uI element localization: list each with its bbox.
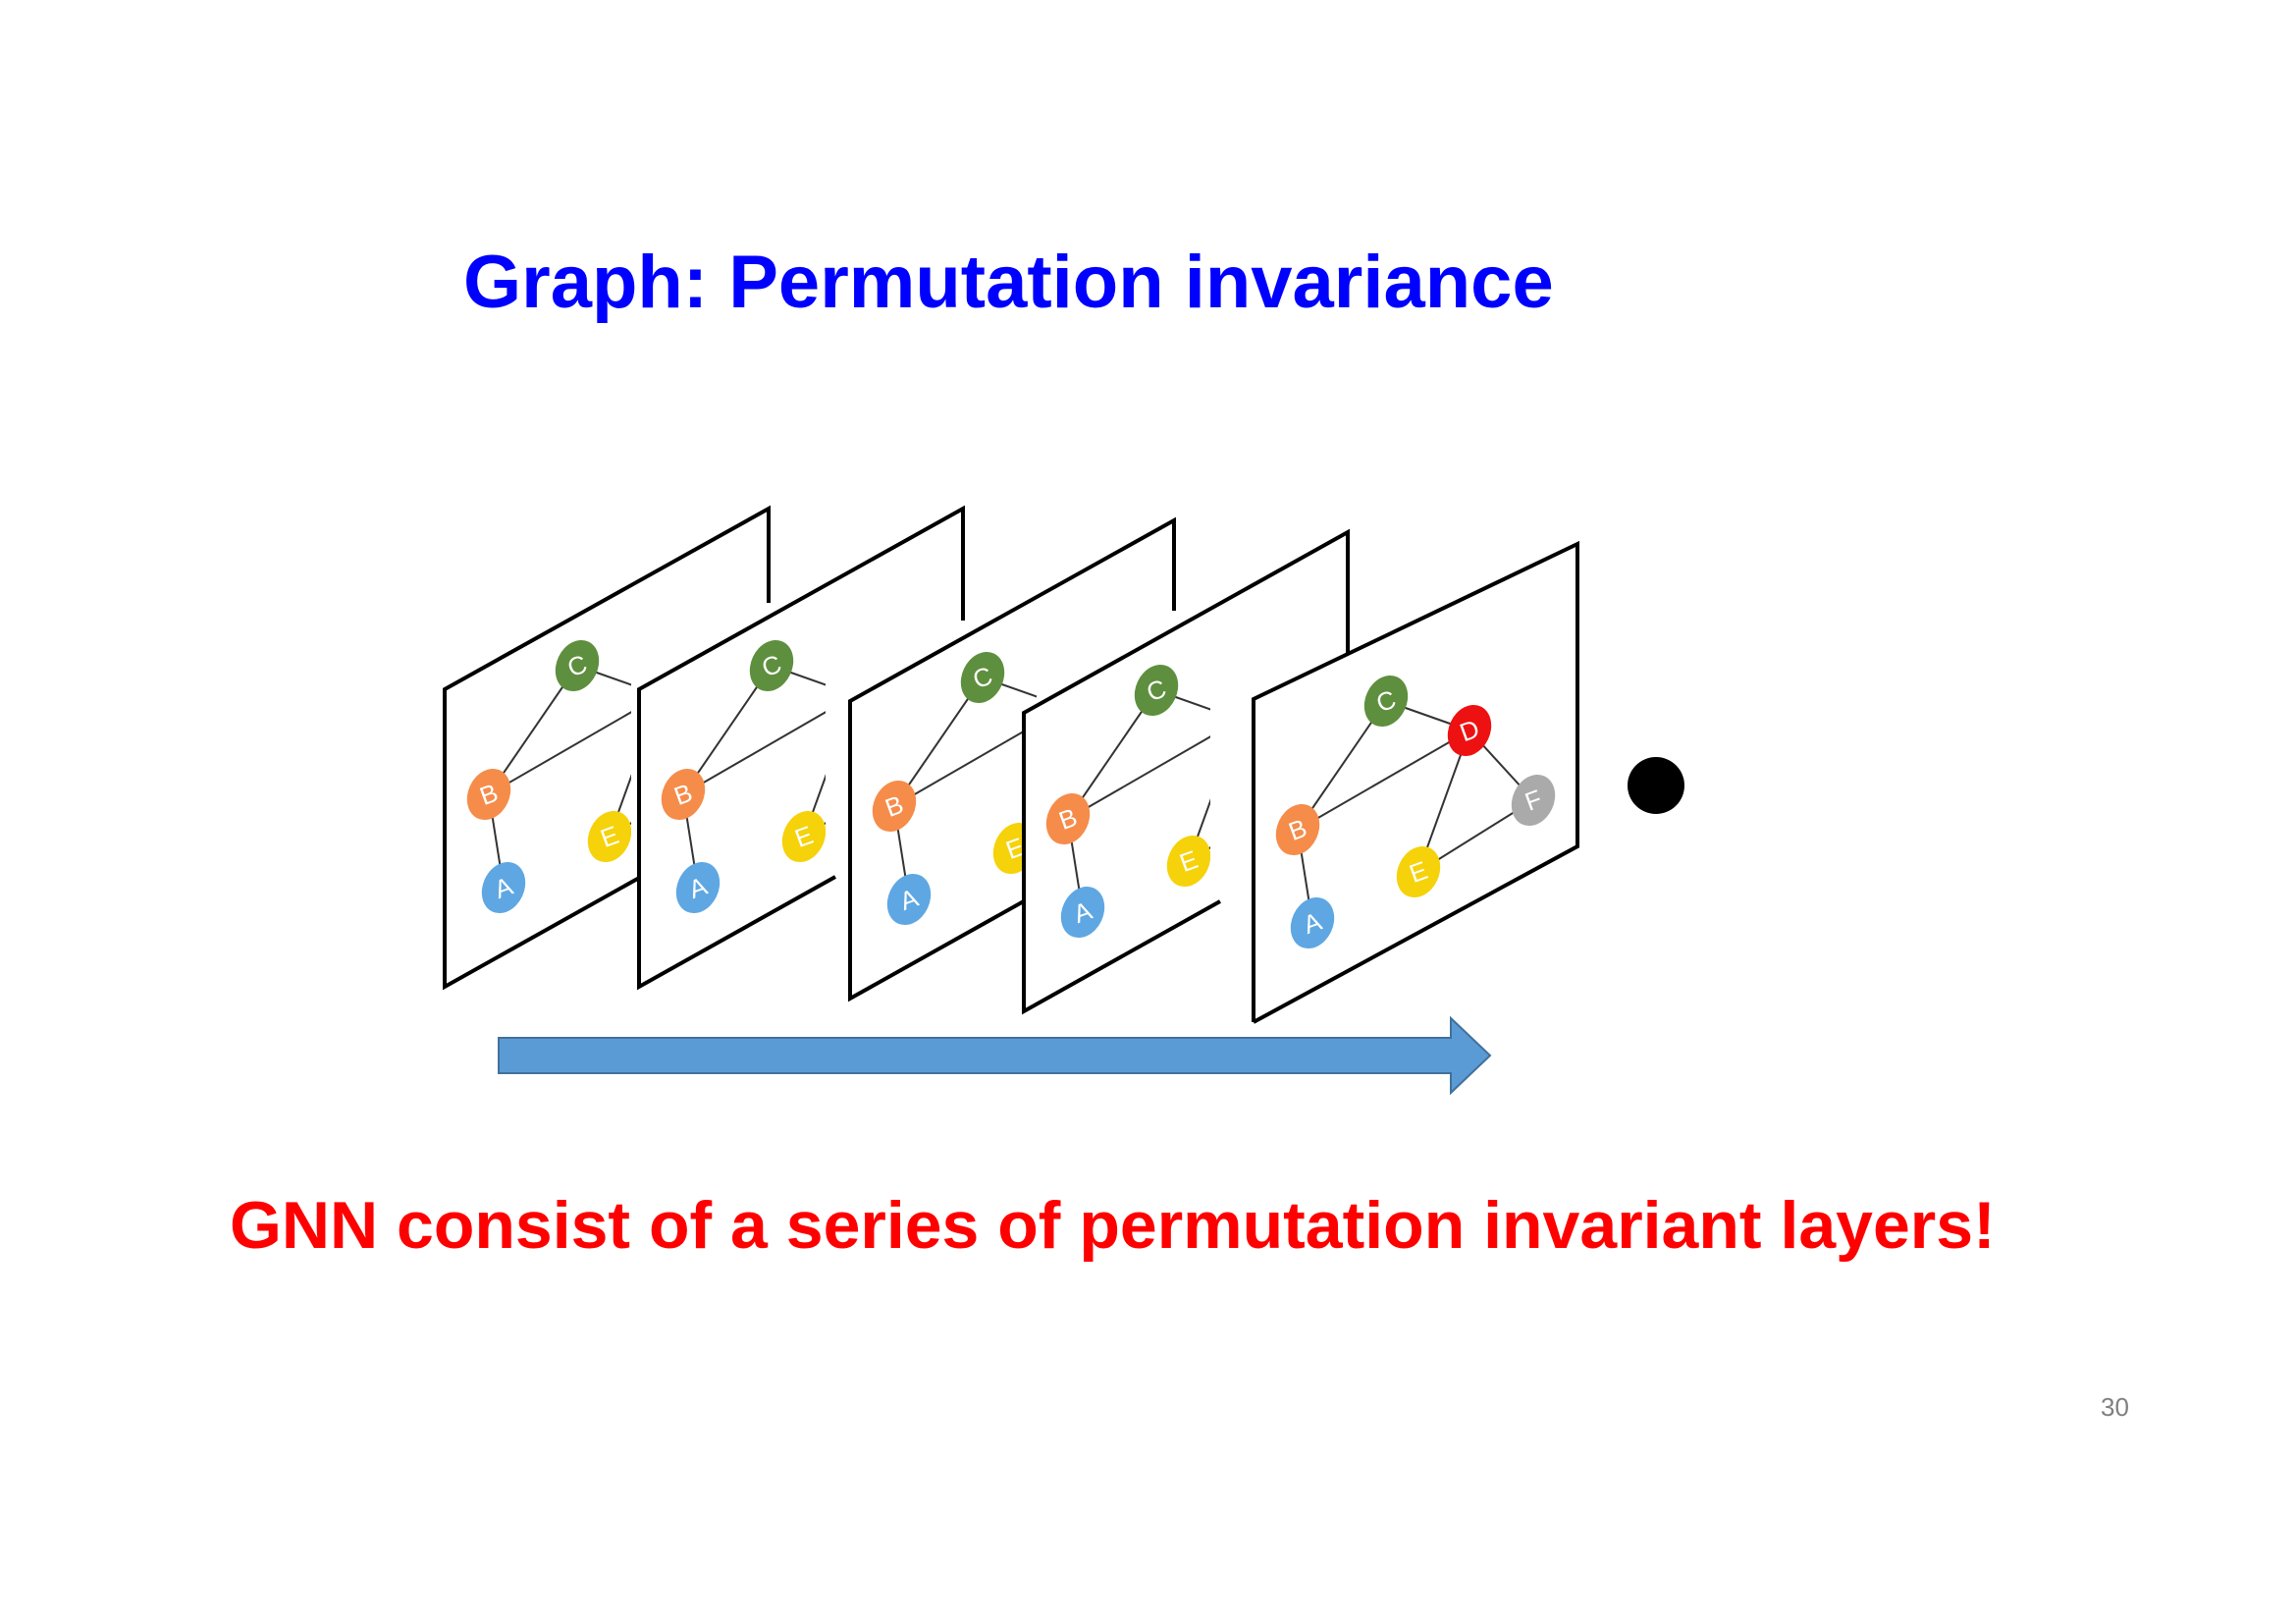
graph-node-c [1134,664,1179,717]
layer-frame [637,505,965,991]
graph-node-c [555,639,600,692]
graph-node-b [1045,792,1091,845]
graph-node-a [1060,886,1105,939]
right-arrow-icon [498,1015,1492,1096]
graph-node-a [481,861,526,914]
graph-node-b [661,768,706,821]
graph-edge [488,694,631,795]
layer-frame [1022,528,1350,1015]
graph-edge [682,694,826,795]
graph-node-a [1290,896,1335,949]
layer-frame [1252,540,1579,1024]
graph-node-e [1166,835,1210,888]
graph-node-b [1275,803,1320,856]
graph-node-c [749,639,794,692]
graph-edge [1297,730,1470,831]
graph-node-e [1396,845,1441,898]
graph-node-a [886,873,932,926]
page-number: 30 [2101,1392,2129,1422]
graph-node-b [466,768,511,821]
graph-node-e [781,810,826,863]
slide-title: Graph: Permutation invariance [463,241,1554,324]
graph-layers: ABCDEFABCDEFABCDEFABCDEFABCDEF [443,505,1579,1024]
graph-node-c [1363,675,1409,728]
layer-panel [850,520,1174,999]
layer-frame [848,516,1176,1002]
graph-edge [893,706,1037,807]
caption: GNN consist of a series of permutation i… [230,1188,1996,1263]
layer-panel [639,509,963,987]
graph-node-c [960,651,1005,704]
graph-node-a [675,861,721,914]
graph-edge [1067,719,1210,820]
graph-node-d [1447,704,1492,757]
layer-panel [1024,532,1348,1011]
layer-panel [1254,544,1577,1022]
graph-node-f [1511,774,1556,827]
graph-node-e [587,810,631,863]
layer-frame [443,505,771,991]
black-dot-icon [1628,757,1684,814]
graph-node-b [872,780,917,833]
layer-panel [445,509,769,987]
